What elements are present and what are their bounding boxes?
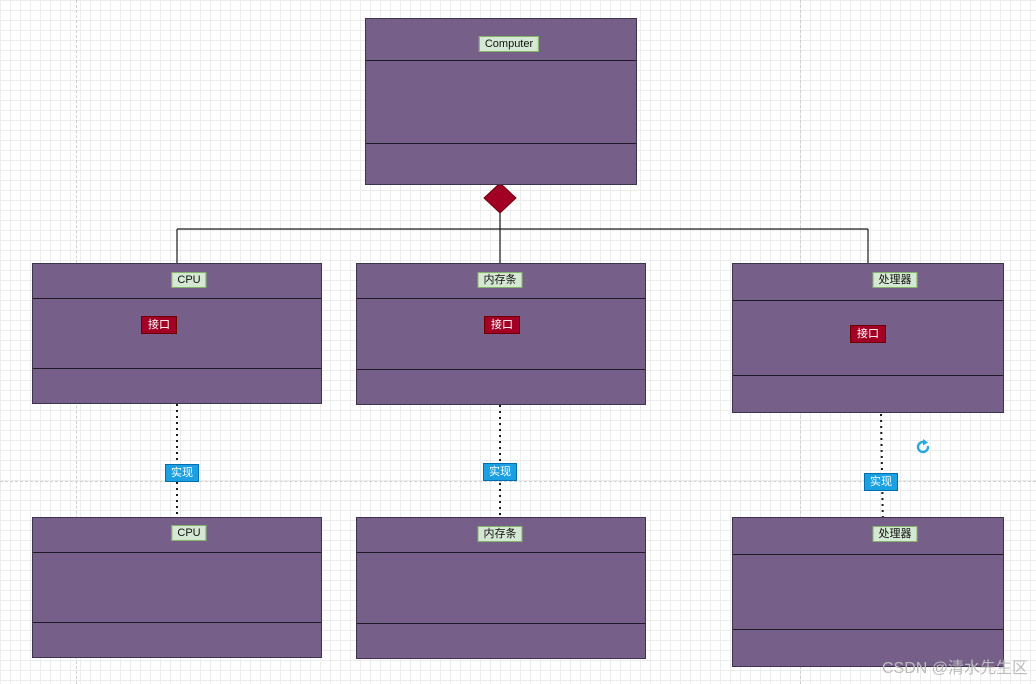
watermark: CSDN @清水先生区: [881, 660, 1028, 677]
class-divider: [357, 552, 645, 553]
realization-label-memory[interactable]: 实现: [483, 463, 517, 481]
class-divider: [33, 552, 321, 553]
class-divider: [33, 622, 321, 623]
class-divider: [733, 554, 1003, 555]
interface-tag-processor: 接口: [850, 325, 886, 343]
class-title-memory-impl: 内存条: [477, 526, 523, 542]
interface-tag-cpu: 接口: [141, 316, 177, 334]
class-title-cpu-interface: CPU: [171, 272, 207, 288]
class-divider: [733, 375, 1003, 376]
class-divider: [366, 143, 636, 144]
class-processor-impl[interactable]: [732, 517, 1004, 667]
realization-line-processor[interactable]: [880, 413, 884, 531]
class-title-memory-interface: 内存条: [477, 272, 523, 288]
realization-label-processor[interactable]: 实现: [864, 473, 898, 491]
rotate-handle-icon[interactable]: [914, 438, 932, 456]
class-divider: [357, 298, 645, 299]
class-processor-interface[interactable]: [732, 263, 1004, 413]
class-divider: [733, 300, 1003, 301]
class-title-cpu-impl: CPU: [171, 525, 207, 541]
page-guide-horizontal: [0, 481, 1036, 482]
class-divider: [33, 298, 321, 299]
class-divider: [357, 623, 645, 624]
class-divider: [733, 629, 1003, 630]
aggregation-diamond[interactable]: [483, 182, 517, 214]
class-divider: [33, 368, 321, 369]
class-divider: [357, 369, 645, 370]
realization-label-cpu[interactable]: 实现: [165, 464, 199, 482]
class-computer[interactable]: [365, 18, 637, 185]
class-title-computer: Computer: [478, 36, 540, 52]
class-title-processor-impl: 处理器: [872, 526, 918, 542]
class-divider: [366, 60, 636, 61]
class-title-processor-interface: 处理器: [872, 272, 918, 288]
interface-tag-memory: 接口: [484, 316, 520, 334]
